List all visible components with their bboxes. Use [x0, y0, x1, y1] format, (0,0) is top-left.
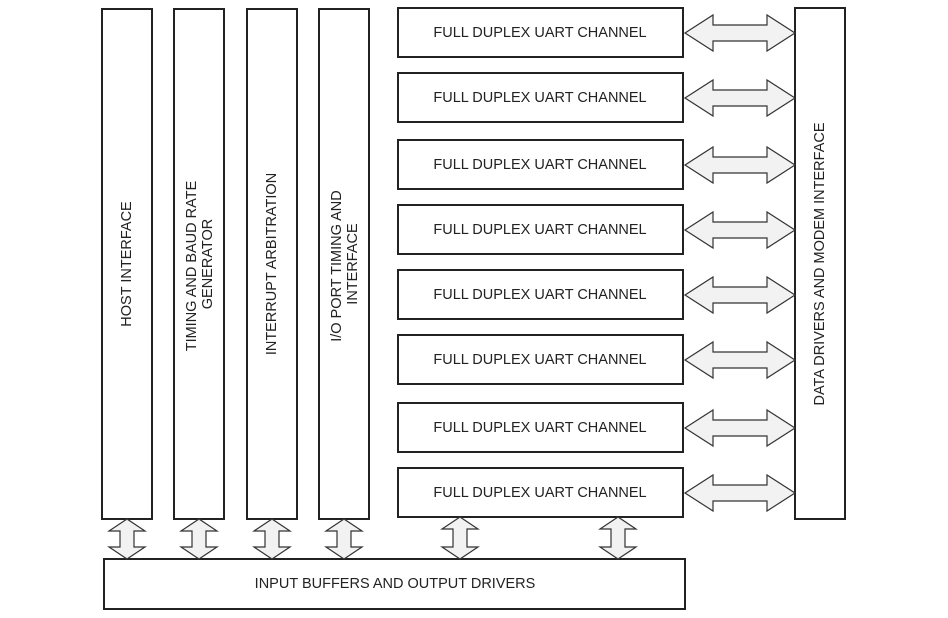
data-drivers-modem-block [794, 7, 846, 520]
io-port-timing-label: I/O PORT TIMING AND INTERFACE [329, 186, 361, 342]
data-drivers-modem-label: DATA DRIVERS AND MODEM INTERFACE [812, 122, 828, 405]
uart-channel-box [397, 467, 684, 518]
double-arrow-icon [179, 518, 219, 560]
double-arrow-icon [683, 408, 797, 448]
double-arrow-icon [598, 516, 638, 560]
uart-channel-label: FULL DUPLEX UART CHANNEL [433, 420, 646, 436]
interrupt-arbitration-block [246, 8, 298, 520]
uart-channel-label: FULL DUPLEX UART CHANNEL [433, 157, 646, 173]
uart-channel-list: FULL DUPLEX UART CHANNEL FULL DUPLEX UAR… [397, 7, 684, 518]
uart-channel-box [397, 269, 684, 320]
double-arrow-icon [324, 518, 364, 560]
host-interface-block [101, 8, 153, 520]
uart-channel-box [397, 72, 684, 123]
uart-channel-box [397, 402, 684, 453]
double-arrow-icon [440, 516, 480, 560]
timing-baud-rate-block [173, 8, 225, 520]
input-buffers-output-drivers-label: INPUT BUFFERS AND OUTPUT DRIVERS [255, 576, 536, 592]
uart-channel-label: FULL DUPLEX UART CHANNEL [433, 25, 646, 41]
input-buffers-output-drivers-block [103, 558, 686, 610]
uart-channel-label: FULL DUPLEX UART CHANNEL [433, 222, 646, 238]
double-arrow-icon [683, 473, 797, 513]
uart-channel-label: FULL DUPLEX UART CHANNEL [433, 287, 646, 303]
timing-baud-rate-label: TIMING AND BAUD RATE GENERATOR [184, 177, 216, 352]
double-arrow-icon [107, 518, 147, 560]
uart-channel-label: FULL DUPLEX UART CHANNEL [433, 485, 646, 501]
double-arrow-icon [683, 13, 797, 53]
double-arrow-icon [252, 518, 292, 560]
uart-channel-box [397, 334, 684, 385]
vertical-arrow-group [107, 516, 638, 560]
uart-channel-box [397, 139, 684, 190]
double-arrow-icon [683, 145, 797, 185]
host-interface-label: HOST INTERFACE [119, 201, 135, 327]
double-arrow-icon [683, 210, 797, 250]
uart-channel-box [397, 204, 684, 255]
interrupt-arbitration-label: INTERRUPT ARBITRATION [264, 173, 280, 355]
uart-channel-label: FULL DUPLEX UART CHANNEL [433, 352, 646, 368]
double-arrow-icon [683, 275, 797, 315]
io-port-timing-block [318, 8, 370, 520]
double-arrow-icon [683, 340, 797, 380]
double-arrow-icon [683, 78, 797, 118]
uart-channel-label: FULL DUPLEX UART CHANNEL [433, 90, 646, 106]
horizontal-arrow-group [683, 13, 797, 513]
uart-channel-box [397, 7, 684, 58]
